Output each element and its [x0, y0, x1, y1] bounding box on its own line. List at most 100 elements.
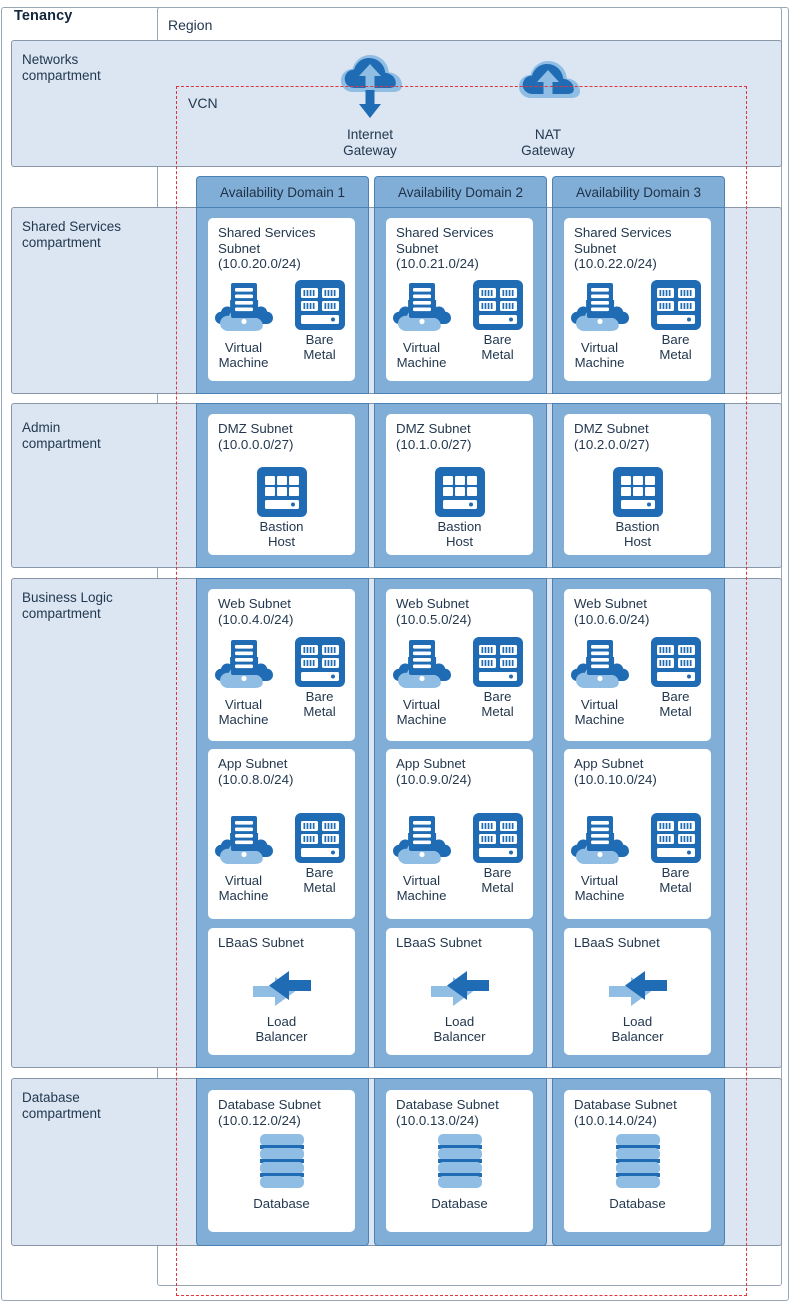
bare-metal-resource: Bare Metal: [287, 813, 353, 895]
bare-metal-resource: Bare Metal: [465, 637, 531, 719]
virtual-machine-resource: Virtual Machine: [211, 813, 277, 903]
app-subnet-ad3-title: App Subnet (10.0.10.0/24): [574, 756, 657, 787]
compartment-admin-label: Admin compartment: [22, 420, 101, 451]
compartment-networks: [11, 40, 782, 167]
app-subnet-ad1: App Subnet (10.0.8.0/24) Virtual Machine: [208, 749, 355, 919]
virtual-machine-resource: Virtual Machine: [211, 637, 277, 727]
database-subnet-ad1: Database Subnet (10.0.12.0/24) Database: [208, 1090, 355, 1232]
vcn-label: VCN: [188, 95, 218, 111]
lbaas-subnet-ad2: LBaaS Subnet Load Balancer: [386, 928, 533, 1055]
dmz-subnet-ad3-title: DMZ Subnet (10.2.0.0/27): [574, 421, 650, 452]
virtual-machine-label: Virtual Machine: [396, 340, 447, 370]
shared-services-subnet-ad2-title: Shared Services Subnet (10.0.21.0/24): [396, 225, 494, 271]
database-subnet-ad2: Database Subnet (10.0.13.0/24) Database: [386, 1090, 533, 1232]
availability-domain-2-header: Availability Domain 2: [374, 176, 547, 208]
bare-metal-label: Bare Metal: [303, 689, 336, 719]
availability-domain-3-header: Availability Domain 3: [552, 176, 725, 208]
bare-metal-icon: [650, 637, 701, 687]
virtual-machine-label: Virtual Machine: [218, 697, 269, 727]
region-label: Region: [168, 17, 213, 33]
virtual-machine-resource: Virtual Machine: [389, 637, 455, 727]
shared-services-subnet-ad3-title: Shared Services Subnet (10.0.22.0/24): [574, 225, 672, 271]
virtual-machine-label: Virtual Machine: [218, 873, 269, 903]
load-balancer-icon: [608, 971, 667, 1006]
shared-services-subnet-ad1-title: Shared Services Subnet (10.0.20.0/24): [218, 225, 316, 271]
virtual-machine-label: Virtual Machine: [574, 340, 625, 370]
bare-metal-resource: Bare Metal: [287, 637, 353, 719]
virtual-machine-icon: [570, 816, 629, 864]
web-subnet-ad3: Web Subnet (10.0.6.0/24) Virtual Machine: [564, 589, 711, 741]
bastion-host-icon: [434, 467, 485, 517]
virtual-machine-resource: Virtual Machine: [567, 280, 633, 370]
web-subnet-ad3-title: Web Subnet (10.0.6.0/24): [574, 596, 650, 627]
virtual-machine-icon: [570, 640, 629, 688]
virtual-machine-resource: Virtual Machine: [389, 280, 455, 370]
internet-gateway: Internet Gateway: [325, 48, 415, 159]
bare-metal-icon: [650, 813, 701, 863]
lbaas-subnet-ad3-title: LBaaS Subnet: [574, 935, 660, 950]
virtual-machine-icon: [214, 283, 273, 331]
lbaas-subnet-ad1-title: LBaaS Subnet: [218, 935, 304, 950]
database-icon: [615, 1134, 660, 1188]
load-balancer-label: Load Balancer: [611, 1014, 664, 1044]
lbaas-subnet-ad2-title: LBaaS Subnet: [396, 935, 482, 950]
bare-metal-label: Bare Metal: [481, 689, 514, 719]
vcn-boundary: [176, 86, 747, 1296]
app-subnet-ad2-title: App Subnet (10.0.9.0/24): [396, 756, 472, 787]
bastion-host-icon: [612, 467, 663, 517]
virtual-machine-icon: [214, 640, 273, 688]
compartment-shared-services-label: Shared Services compartment: [22, 219, 122, 250]
bare-metal-icon: [650, 280, 701, 330]
compartment-business-logic-label: Business Logic compartment: [22, 590, 113, 621]
lbaas-subnet-ad1: LBaaS Subnet Load Balancer: [208, 928, 355, 1055]
nat-gateway-label: NAT Gateway: [521, 127, 575, 158]
bare-metal-resource: Bare Metal: [465, 280, 531, 362]
availability-domain-2-label: Availability Domain 2: [397, 185, 524, 200]
virtual-machine-label: Virtual Machine: [574, 697, 625, 727]
bare-metal-resource: Bare Metal: [643, 813, 709, 895]
dmz-subnet-ad2: DMZ Subnet (10.1.0.0/27) Bastion Host: [386, 414, 533, 555]
bastion-host-label: Bastion Host: [259, 519, 304, 549]
shared-services-subnet-ad2: Shared Services Subnet (10.0.21.0/24) Vi…: [386, 218, 533, 381]
load-balancer-label: Load Balancer: [433, 1014, 486, 1044]
database-icon: [259, 1134, 304, 1188]
bastion-host-label: Bastion Host: [615, 519, 660, 549]
bastion-host-label: Bastion Host: [437, 519, 482, 549]
shared-services-subnet-ad3: Shared Services Subnet (10.0.22.0/24) Vi…: [564, 218, 711, 381]
internet-gateway-label: Internet Gateway: [343, 127, 397, 158]
database-label: Database: [609, 1196, 666, 1211]
database-subnet-ad1-title: Database Subnet (10.0.12.0/24): [218, 1097, 321, 1128]
virtual-machine-resource: Virtual Machine: [211, 280, 277, 370]
load-balancer-icon: [252, 971, 311, 1006]
virtual-machine-icon: [392, 640, 451, 688]
virtual-machine-icon: [214, 816, 273, 864]
database-icon: [437, 1134, 482, 1188]
bare-metal-label: Bare Metal: [303, 332, 336, 362]
database-label: Database: [253, 1196, 310, 1211]
database-subnet-ad3: Database Subnet (10.0.14.0/24) Database: [564, 1090, 711, 1232]
virtual-machine-label: Virtual Machine: [396, 873, 447, 903]
bare-metal-label: Bare Metal: [303, 865, 336, 895]
availability-domain-1-header: Availability Domain 1: [196, 176, 369, 208]
cloud-up-down-arrow-icon: [341, 55, 402, 118]
web-subnet-ad2-title: Web Subnet (10.0.5.0/24): [396, 596, 472, 627]
lbaas-subnet-ad3: LBaaS Subnet Load Balancer: [564, 928, 711, 1055]
compartment-networks-label: Networks compartment: [22, 52, 101, 83]
virtual-machine-icon: [392, 816, 451, 864]
virtual-machine-resource: Virtual Machine: [567, 637, 633, 727]
app-subnet-ad3: App Subnet (10.0.10.0/24) Virtual Machin…: [564, 749, 711, 919]
compartment-database-label: Database compartment: [22, 1090, 101, 1121]
dmz-subnet-ad2-title: DMZ Subnet (10.1.0.0/27): [396, 421, 472, 452]
shared-services-subnet-ad1: Shared Services Subnet (10.0.20.0/24) Vi…: [208, 218, 355, 381]
virtual-machine-resource: Virtual Machine: [567, 813, 633, 903]
bare-metal-label: Bare Metal: [481, 332, 514, 362]
virtual-machine-label: Virtual Machine: [218, 340, 269, 370]
bare-metal-icon: [472, 637, 523, 687]
bare-metal-label: Bare Metal: [659, 865, 692, 895]
database-label: Database: [431, 1196, 488, 1211]
bare-metal-label: Bare Metal: [659, 689, 692, 719]
bare-metal-resource: Bare Metal: [287, 280, 353, 362]
database-subnet-ad3-title: Database Subnet (10.0.14.0/24): [574, 1097, 677, 1128]
dmz-subnet-ad1: DMZ Subnet (10.0.0.0/27) Bastion Host: [208, 414, 355, 555]
